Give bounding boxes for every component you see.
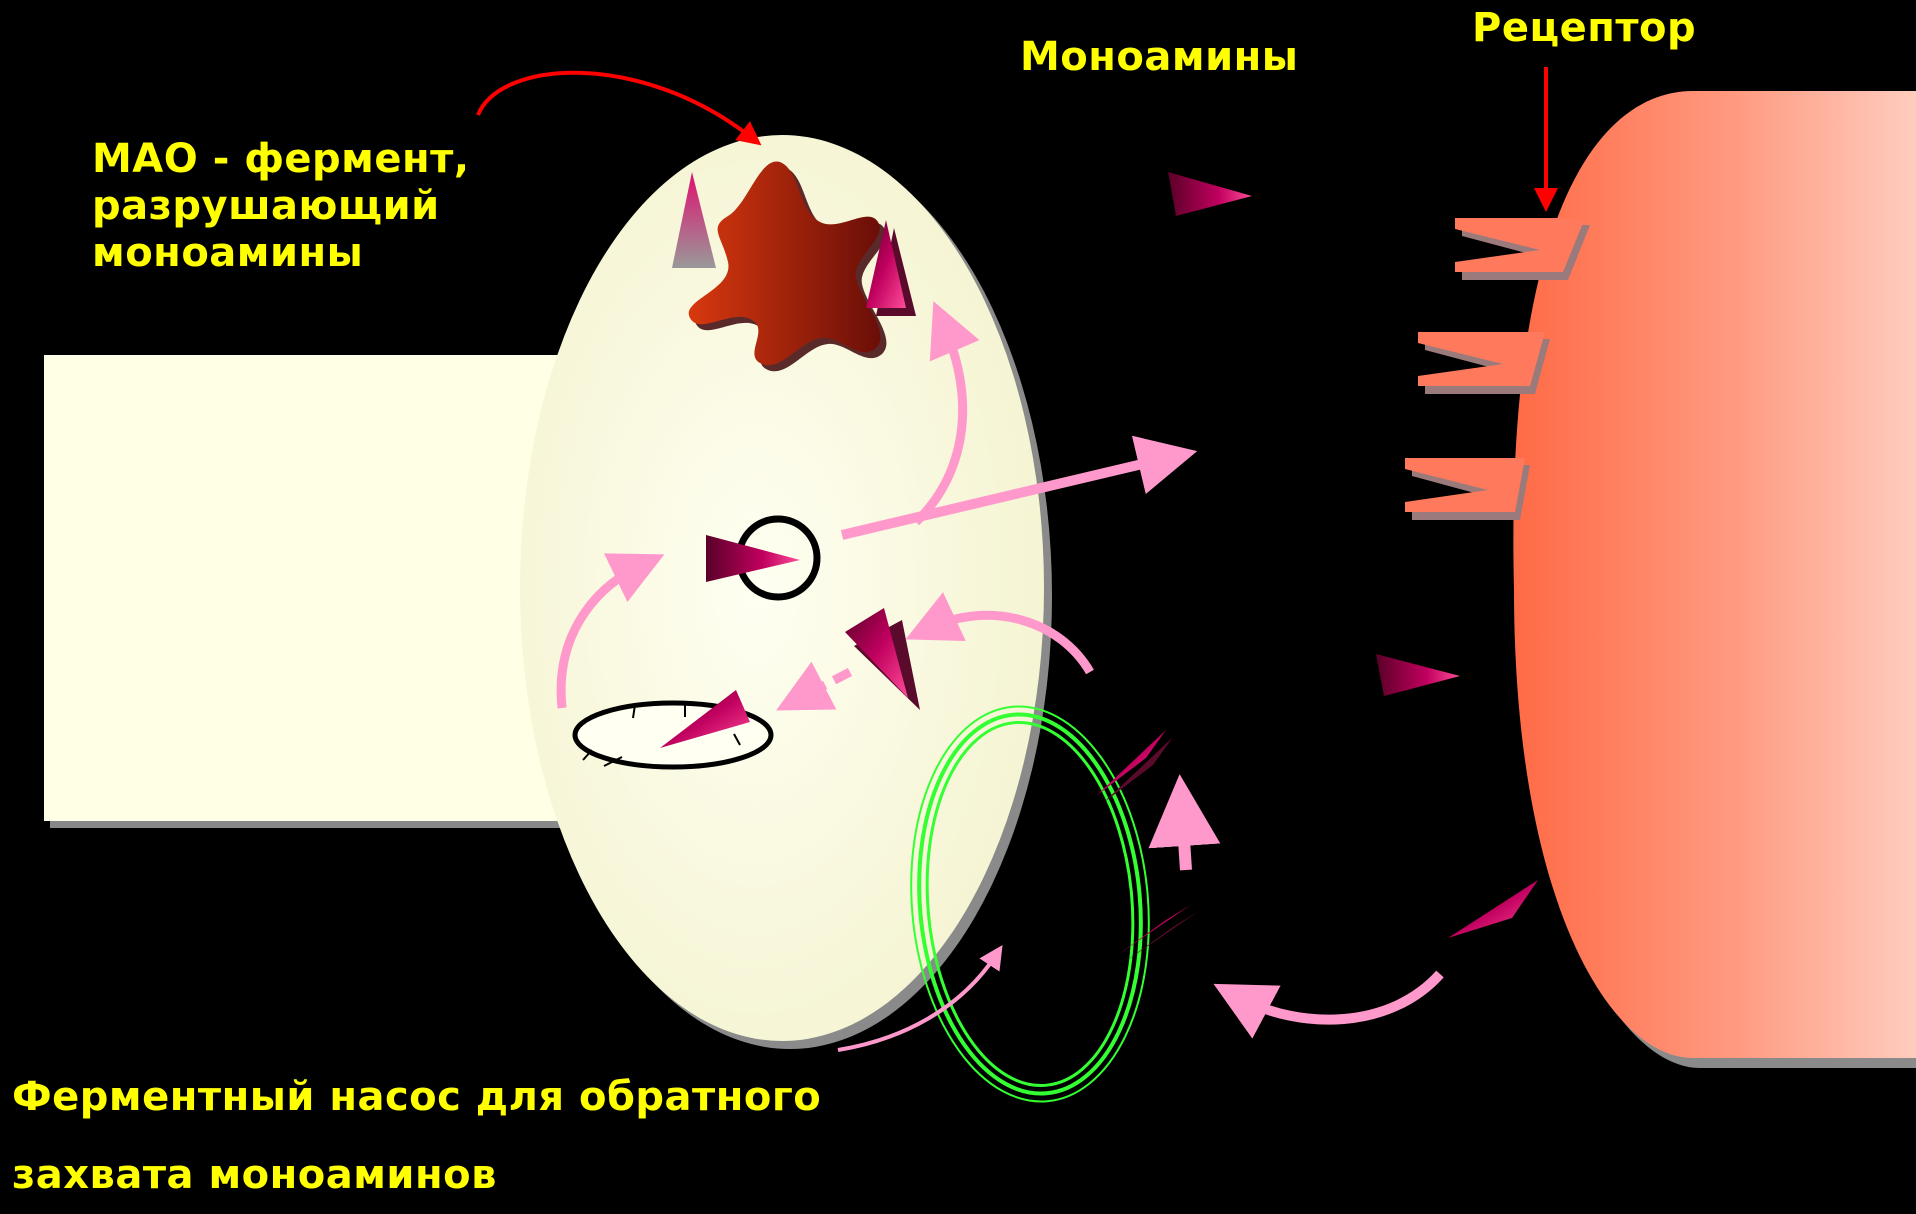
monoamine-at-pump-top [1096, 730, 1166, 796]
monoamine-at-pump-bottom [1116, 904, 1192, 956]
monoamine-free [1168, 172, 1252, 216]
mao-pointer-arrow [478, 73, 752, 138]
axon [44, 355, 564, 821]
pump-label: Ферментный насос для обратного захвата м… [12, 1058, 821, 1214]
return-to-pump-arrow [1240, 974, 1440, 1020]
monoamines-label: Моноамины [1020, 34, 1298, 81]
pump-label-line-2: захвата моноаминов [12, 1136, 821, 1214]
monoamine-free [1376, 654, 1460, 696]
monoamine-free [1448, 880, 1538, 938]
pump-label-line-1: Ферментный насос для обратного [12, 1058, 821, 1136]
monoamine-at-pump-bottom [1123, 911, 1199, 963]
receptor-label: Рецептор [1472, 5, 1696, 52]
mao-label-line-3: моноамины [92, 230, 470, 277]
mao-label-line-1: МАО - фермент, [92, 136, 470, 183]
mao-label: МАО - фермент, разрушающий моноамины [92, 136, 470, 278]
mao-label-line-2: разрушающий [92, 183, 470, 230]
pump-upward-arrow [1182, 810, 1186, 870]
